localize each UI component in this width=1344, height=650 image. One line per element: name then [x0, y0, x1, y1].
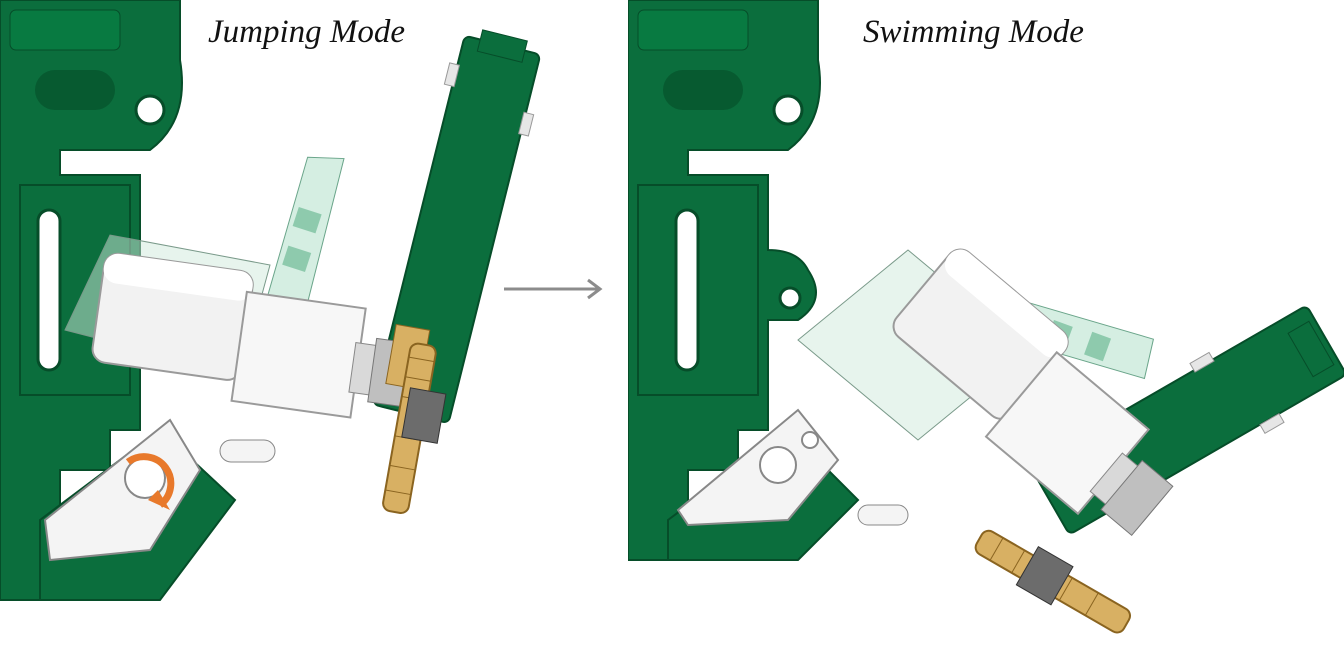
right-arrow-icon	[504, 278, 603, 300]
jumping-mode-panel: Jumping Mode	[0, 0, 560, 650]
motor-assembly	[892, 248, 1174, 536]
swimming-mode-panel: Swimming Mode	[628, 0, 1344, 650]
jumping-mode-render	[0, 0, 541, 601]
jumping-mode-title: Jumping Mode	[208, 14, 406, 50]
green-arm	[373, 29, 541, 423]
swimming-mode-render	[628, 0, 1344, 634]
translucent-fin	[265, 156, 345, 305]
servo-horn	[676, 408, 909, 527]
swimming-mode-title: Swimming Mode	[863, 14, 1084, 50]
gold-gear	[382, 323, 447, 514]
gold-gear	[974, 529, 1132, 634]
servo-horn	[43, 418, 276, 562]
curved-rotation-arrow-icon	[125, 453, 175, 510]
